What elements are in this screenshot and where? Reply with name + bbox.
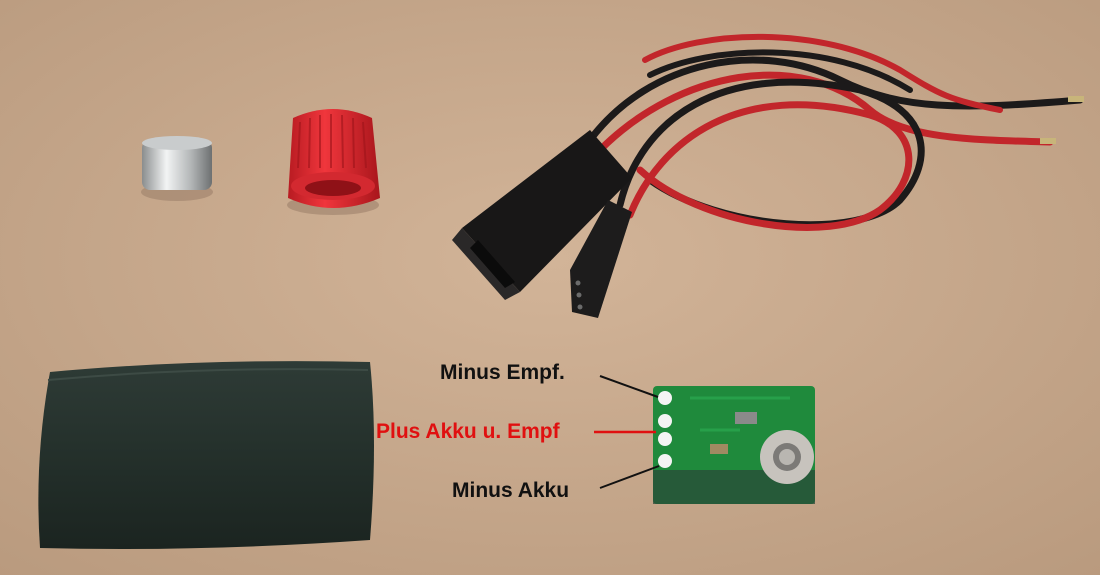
circuit-board bbox=[653, 386, 815, 504]
servo-cable bbox=[452, 33, 1084, 318]
label-plus-akku-empf: Plus Akku u. Empf bbox=[376, 420, 560, 443]
leader-line-minus-akku bbox=[599, 465, 660, 489]
servo-connector-male bbox=[570, 200, 632, 318]
label-minus-akku: Minus Akku bbox=[452, 479, 570, 502]
label-minus-empf: Minus Empf. bbox=[440, 361, 565, 384]
solder-pad-minus-empf bbox=[658, 391, 672, 405]
heat-shrink-tube bbox=[38, 361, 374, 549]
solder-pad-minus-akku bbox=[658, 454, 672, 468]
servo-connector-female bbox=[452, 130, 632, 300]
solder-pad-plus-1 bbox=[658, 414, 672, 428]
solder-pad-plus-2 bbox=[658, 432, 672, 446]
magnet bbox=[141, 136, 213, 201]
leader-line-minus-empf bbox=[599, 375, 659, 398]
red-valve-cap bbox=[287, 109, 380, 215]
